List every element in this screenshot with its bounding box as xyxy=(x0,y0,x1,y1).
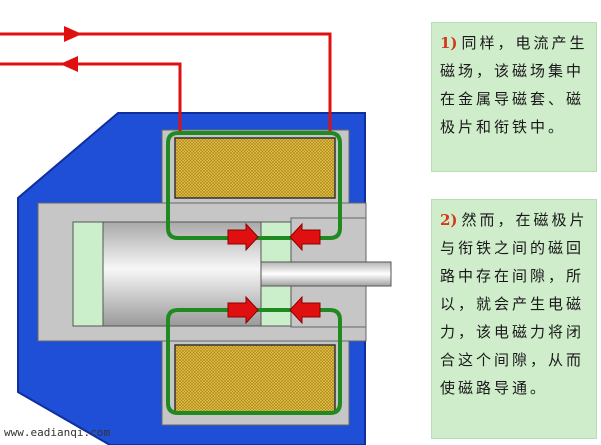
force-arrow-upper-right xyxy=(227,222,259,252)
note-1-text: 同样，电流产生磁场，该磁场集中在金属导磁套、磁极片和衔铁中。 xyxy=(440,34,588,136)
lower-flux-path xyxy=(166,308,342,415)
note-2-number: 2) xyxy=(440,211,458,229)
upper-coil xyxy=(174,137,336,199)
note-2: 2)然而，在磁极片与衔铁之间的磁回路中存在间隙，所以，就会产生电磁力，该电磁力将… xyxy=(431,199,597,439)
wire-out xyxy=(0,32,332,134)
note-1-number: 1) xyxy=(440,34,458,52)
force-arrow-upper-left xyxy=(289,222,321,252)
armature-end xyxy=(72,221,104,327)
wire-arrow-out xyxy=(64,26,82,42)
note-1: 1)同样，电流产生磁场，该磁场集中在金属导磁套、磁极片和衔铁中。 xyxy=(431,22,597,172)
watermark: www.eadianqi.com xyxy=(4,426,110,439)
wire-arrow-in xyxy=(60,56,78,72)
upper-flux-path xyxy=(166,131,342,240)
lower-coil xyxy=(174,344,336,413)
force-arrow-lower-right xyxy=(227,295,259,325)
force-arrow-lower-left xyxy=(289,295,321,325)
push-rod xyxy=(260,261,392,287)
note-2-text: 然而，在磁极片与衔铁之间的磁回路中存在间隙，所以，就会产生电磁力，该电磁力将闭合… xyxy=(440,211,588,397)
